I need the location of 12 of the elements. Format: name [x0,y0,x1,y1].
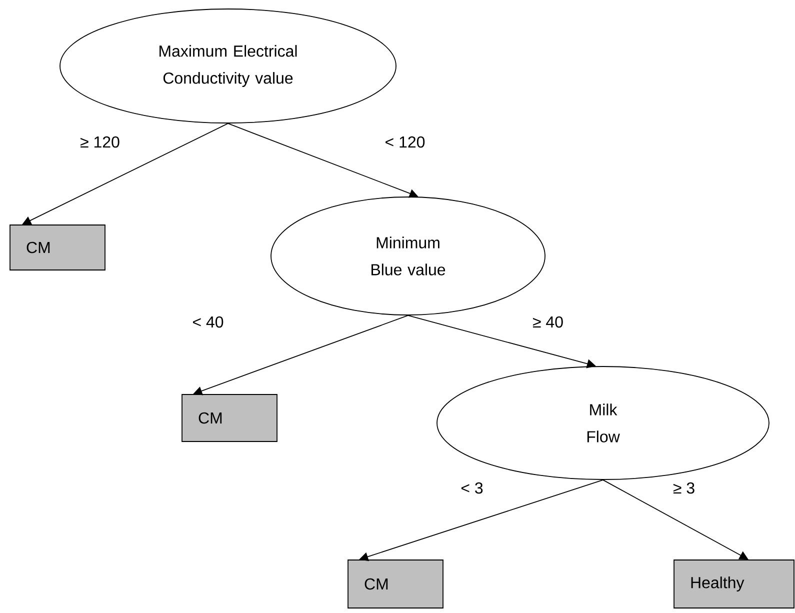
arrow [22,123,228,225]
edge-label: ≥ 3 [672,481,696,495]
edge-label: < 40 [191,315,225,329]
edge-label: ≥ 120 [79,135,121,149]
leaf-box: CM [182,394,278,442]
edge-label: ≥ 40 [532,315,565,329]
leaf-box: CM [10,224,106,270]
leaf-box: Healthy [674,560,794,608]
edge-label: < 3 [460,481,484,495]
arrow [602,480,748,560]
edge-label: < 120 [384,135,426,149]
leaf-box: CM [348,560,444,608]
